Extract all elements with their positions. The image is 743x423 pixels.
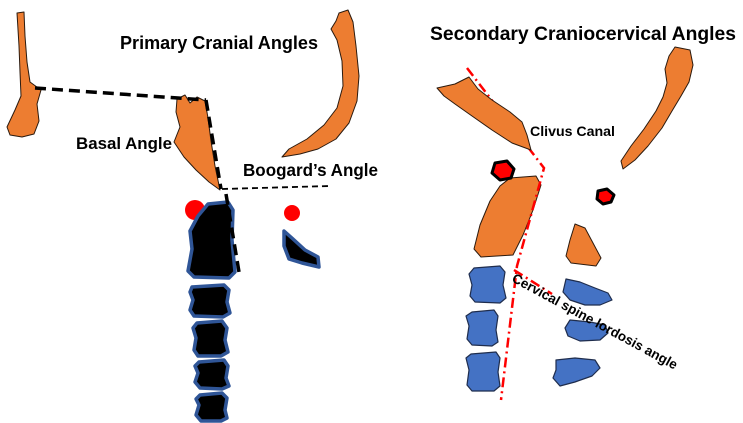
boogard-angle-line-foramen: [222, 186, 330, 189]
primary-title: Primary Cranial Angles: [120, 33, 318, 53]
occipital-bone-left: [7, 12, 41, 137]
dens-bone: [474, 176, 541, 257]
secondary-panel: Secondary Craniocervical Angles Clivus C…: [430, 24, 736, 400]
secondary-lower-bones: [474, 47, 693, 266]
red-marker-outlined: [492, 161, 514, 180]
dark-vertebrae-fill: [188, 202, 319, 421]
vertebra-c4: [193, 321, 228, 356]
red-marker: [284, 205, 300, 221]
dark-vertebral-column: [188, 202, 319, 421]
vertebra-c5: [195, 360, 229, 389]
vertebral-body-c3: [469, 266, 506, 303]
vertebral-body-c5: [466, 352, 500, 391]
occipital-bone-posterior: [621, 47, 693, 169]
occipital-bone-anterior: [437, 77, 531, 150]
secondary-title: Secondary Craniocervical Angles: [430, 24, 736, 45]
boogard-angle-label: Boogard’s Angle: [243, 160, 378, 180]
opisthion-wedge: [284, 231, 319, 267]
clivus-canal-label: Clivus Canal: [530, 123, 615, 139]
cervical-lordosis-label: Cervical spine lordosis angle: [510, 270, 681, 372]
vertebral-body-c4: [466, 310, 498, 346]
basal-angle-label: Basal Angle: [76, 134, 172, 153]
spinous-process-c5: [553, 358, 600, 386]
basal-angle-line-nasion: [35, 88, 206, 100]
posterior-arch-bone: [566, 224, 601, 266]
red-marker-outlined: [597, 189, 614, 204]
vertebra-c3: [190, 285, 230, 317]
secondary-upper-bones: [437, 77, 531, 150]
primary-panel: Primary Cranial Angles Basal Angle Booga…: [7, 10, 378, 421]
vertebra-c6: [196, 393, 227, 421]
